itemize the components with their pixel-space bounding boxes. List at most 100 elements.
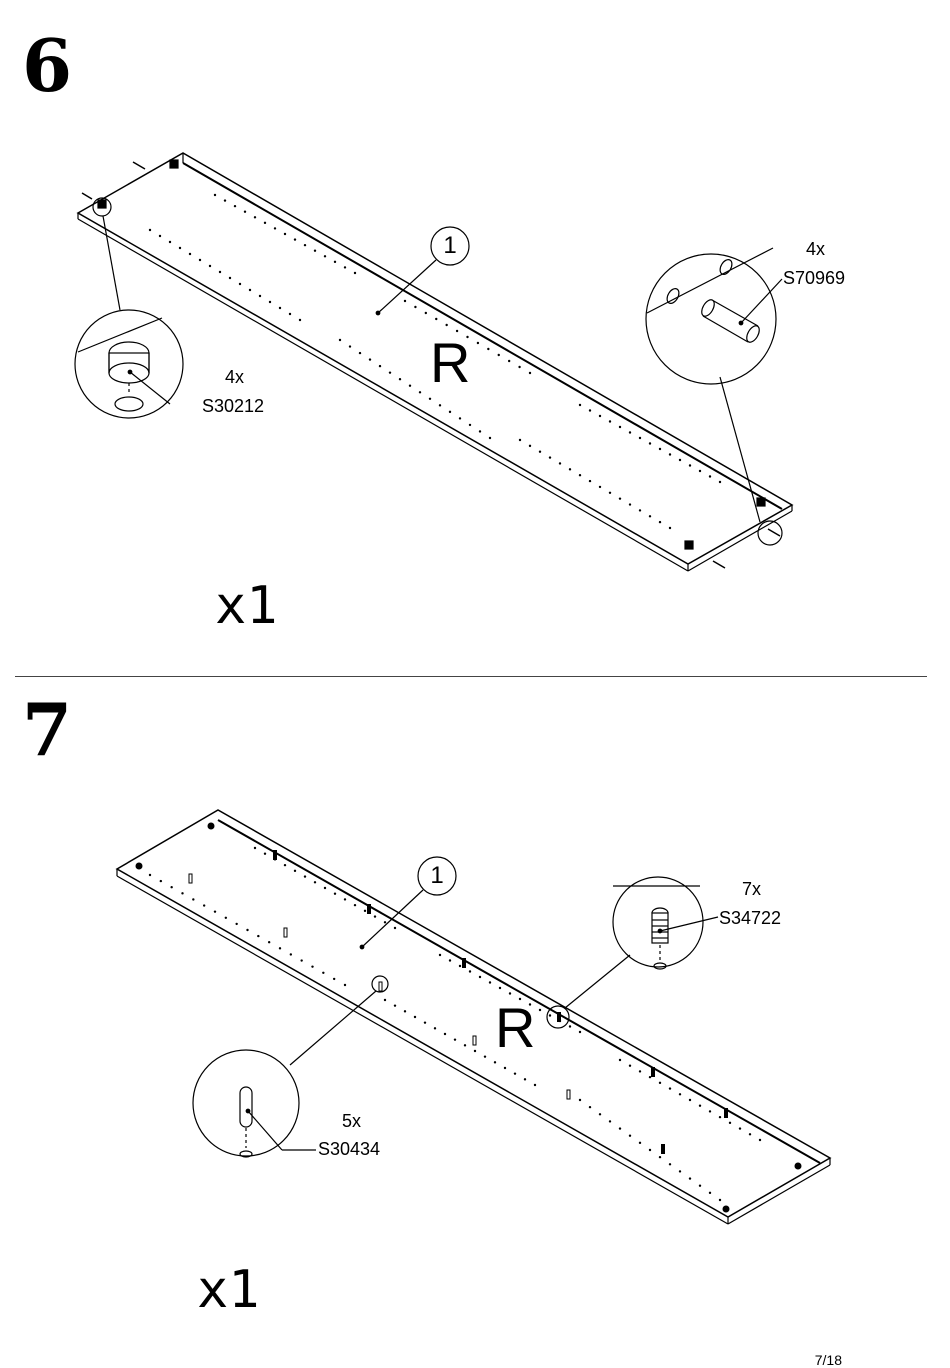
drill-hole bbox=[293, 238, 297, 241]
drill-hole bbox=[448, 410, 452, 414]
drill-hole bbox=[168, 240, 172, 244]
drill-hole bbox=[698, 1184, 702, 1187]
drill-hole bbox=[598, 1113, 602, 1116]
drill-hole bbox=[393, 926, 397, 930]
drill-hole bbox=[538, 1008, 542, 1012]
cam-bolt-detail-circle bbox=[612, 876, 719, 970]
step-6-part-2-code: S70969 bbox=[783, 268, 846, 288]
drill-hole bbox=[453, 1038, 457, 1041]
cam-lock-detail-circle bbox=[74, 309, 184, 419]
drill-hole bbox=[658, 1081, 662, 1085]
drill-hole bbox=[468, 423, 472, 427]
drill-hole bbox=[528, 371, 532, 375]
drill-hole bbox=[202, 904, 206, 907]
drill-hole bbox=[648, 442, 652, 445]
drill-hole bbox=[497, 353, 500, 357]
drill-hole bbox=[438, 404, 442, 407]
drill-hole bbox=[403, 1010, 407, 1013]
drill-hole bbox=[568, 468, 572, 471]
drill-hole bbox=[688, 1098, 692, 1102]
drill-hole bbox=[263, 221, 267, 225]
drill-hole bbox=[393, 1004, 397, 1007]
drill-hole bbox=[333, 892, 337, 895]
drill-hole bbox=[343, 983, 347, 987]
drill-hole bbox=[728, 1121, 732, 1125]
drill-hole bbox=[353, 903, 357, 907]
drill-hole bbox=[433, 1027, 437, 1030]
step-divider bbox=[15, 676, 927, 677]
drill-hole bbox=[558, 462, 562, 465]
drill-hole bbox=[708, 1191, 712, 1195]
step-7-part-1-count: 7x bbox=[742, 879, 762, 899]
drill-hole bbox=[463, 1044, 467, 1047]
drill-hole bbox=[513, 1072, 517, 1075]
drill-hole bbox=[588, 479, 592, 483]
drill-hole bbox=[493, 1061, 497, 1064]
drill-hole bbox=[748, 1133, 752, 1136]
drill-hole bbox=[246, 928, 249, 932]
drill-hole bbox=[598, 485, 602, 489]
drill-hole bbox=[158, 234, 162, 238]
drill-hole bbox=[618, 1127, 622, 1130]
drill-hole bbox=[363, 909, 367, 913]
dowel-detail-circle bbox=[645, 247, 783, 385]
drill-hole bbox=[678, 1093, 682, 1096]
drill-hole bbox=[353, 271, 357, 275]
drill-hole bbox=[698, 469, 702, 473]
drill-hole bbox=[608, 420, 612, 423]
drill-hole bbox=[413, 1015, 417, 1019]
drill-hole bbox=[303, 243, 307, 247]
drill-hole bbox=[383, 998, 387, 1002]
drill-hole bbox=[243, 210, 247, 213]
drill-hole bbox=[678, 1170, 682, 1173]
drill-hole bbox=[218, 270, 222, 274]
drill-hole bbox=[300, 959, 303, 962]
drill-hole bbox=[507, 359, 511, 363]
step-6-panel-callout: 1 bbox=[443, 232, 457, 259]
drill-hole bbox=[358, 351, 362, 355]
drill-hole bbox=[213, 910, 217, 913]
drill-hole bbox=[424, 311, 428, 315]
drill-hole bbox=[473, 1049, 477, 1053]
drill-hole bbox=[414, 305, 417, 309]
drill-hole bbox=[423, 1021, 427, 1024]
drill-hole bbox=[213, 193, 217, 197]
drill-hole bbox=[343, 266, 347, 269]
drill-hole bbox=[488, 436, 492, 440]
step-6-part-2-count: 4x bbox=[806, 239, 826, 259]
drill-hole bbox=[533, 1083, 537, 1087]
drill-hole bbox=[148, 228, 152, 232]
drill-hole bbox=[548, 456, 552, 459]
drill-hole bbox=[223, 199, 227, 202]
drill-hole bbox=[224, 916, 228, 919]
drill-hole bbox=[638, 509, 642, 512]
drill-hole bbox=[443, 1032, 447, 1036]
drill-hole bbox=[578, 1098, 582, 1102]
drill-hole bbox=[263, 852, 267, 855]
drill-hole bbox=[658, 447, 662, 451]
drill-hole bbox=[313, 881, 317, 884]
drill-hole bbox=[638, 436, 642, 440]
drill-hole bbox=[468, 970, 472, 973]
drill-hole bbox=[523, 1078, 527, 1081]
step-7-panel-callout: 1 bbox=[430, 862, 444, 889]
drill-hole bbox=[688, 1177, 692, 1180]
drill-hole bbox=[478, 430, 482, 433]
drill-hole bbox=[311, 965, 314, 968]
drill-hole bbox=[588, 1105, 592, 1109]
drill-hole bbox=[192, 898, 195, 901]
drill-hole bbox=[503, 1066, 507, 1070]
shelf-pin-detail-circle bbox=[192, 1049, 316, 1158]
drill-hole bbox=[588, 409, 592, 412]
drill-hole bbox=[445, 323, 448, 327]
drill-hole bbox=[548, 1014, 552, 1017]
drill-hole bbox=[648, 1075, 652, 1079]
drill-hole bbox=[278, 306, 282, 310]
drill-hole bbox=[578, 1030, 582, 1034]
drill-hole bbox=[238, 282, 242, 286]
drill-hole bbox=[718, 480, 722, 484]
drill-hole bbox=[476, 341, 480, 345]
drill-hole bbox=[638, 1141, 642, 1145]
drill-hole bbox=[608, 491, 612, 494]
